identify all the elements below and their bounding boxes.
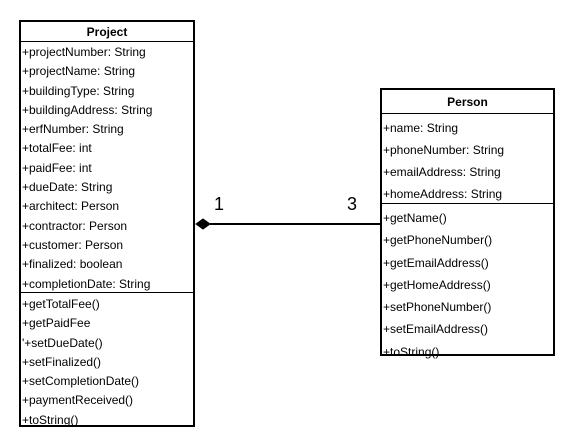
person-attributes: +name: String +phoneNumber: String +emai… bbox=[382, 114, 553, 204]
project-operation: +getTotalFee() bbox=[22, 297, 100, 311]
project-attribute: +paidFee: int bbox=[22, 160, 92, 175]
project-operations: +getTotalFee() +getPaidFee '+setDueDate(… bbox=[21, 293, 193, 430]
project-attribute: +finalized: boolean bbox=[22, 257, 123, 272]
project-attribute: +erfNumber: String bbox=[22, 122, 124, 137]
project-attributes: +projectNumber: String +projectName: Str… bbox=[21, 42, 193, 293]
person-class-name: Person bbox=[382, 90, 553, 114]
project-operation: +toString() bbox=[22, 412, 79, 427]
project-attribute: +projectName: String bbox=[22, 64, 136, 79]
project-attribute: +buildingAddress: String bbox=[22, 102, 153, 117]
project-attribute: +projectNumber: String bbox=[22, 45, 146, 59]
project-attribute: +totalFee: int bbox=[22, 141, 92, 156]
project-operation: +paymentReceived() bbox=[22, 393, 134, 408]
person-class-box: Person +name: String +phoneNumber: Strin… bbox=[380, 88, 555, 359]
person-attribute: +name: String bbox=[383, 121, 459, 135]
project-operation: '+setDueDate() bbox=[22, 335, 103, 350]
person-attribute: +emailAddress: String bbox=[383, 165, 501, 179]
multiplicity-source: 1 bbox=[214, 194, 225, 214]
project-attribute: +buildingType: String bbox=[22, 83, 135, 98]
project-attribute: +completionDate: String bbox=[22, 276, 151, 291]
project-attribute: +customer: Person bbox=[22, 237, 124, 252]
multiplicity-target: 3 bbox=[347, 194, 358, 214]
person-operation: +getEmailAddress() bbox=[383, 255, 489, 270]
person-operation: +getHomeAddress() bbox=[383, 277, 491, 292]
project-operation: +setCompletionDate() bbox=[22, 374, 140, 389]
person-operation: +toString() bbox=[383, 344, 440, 359]
project-class-box: Project +projectNumber: String +projectN… bbox=[19, 20, 195, 427]
person-operation: +getPhoneNumber() bbox=[383, 233, 493, 248]
project-operation: +setFinalized() bbox=[22, 354, 102, 369]
person-operation: +setPhoneNumber() bbox=[383, 300, 492, 315]
project-attribute: +contractor: Person bbox=[22, 218, 128, 233]
project-operation: +getPaidFee bbox=[22, 316, 91, 331]
person-attribute: +phoneNumber: String bbox=[383, 143, 505, 157]
person-operation: +getName() bbox=[383, 211, 447, 225]
project-class-name: Project bbox=[21, 22, 193, 42]
composition-diamond bbox=[195, 218, 211, 230]
person-attribute: +homeAddress: String bbox=[383, 187, 503, 201]
person-operations: +getName() +getPhoneNumber() +getEmailAd… bbox=[382, 204, 553, 363]
project-attribute: +architect: Person bbox=[22, 199, 120, 214]
person-operation: +setEmailAddress() bbox=[383, 322, 489, 337]
project-attribute: +dueDate: String bbox=[22, 180, 113, 195]
